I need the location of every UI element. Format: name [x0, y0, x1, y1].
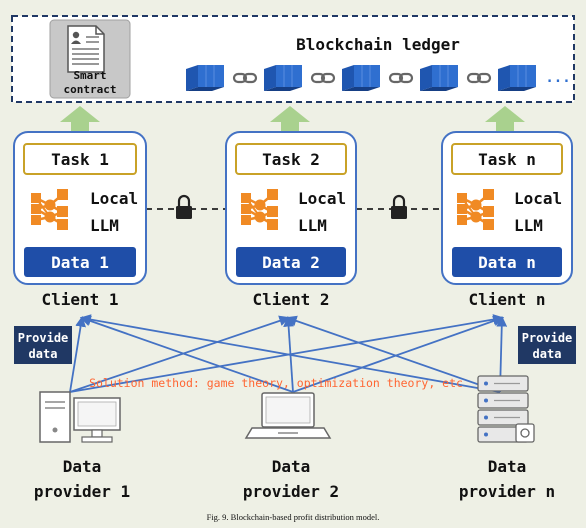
local-llm-label-line2: LLM — [90, 216, 119, 235]
upload-arrow-icon — [60, 106, 100, 134]
ledger-ellipsis: ... — [545, 70, 570, 86]
provider-label-line1: Data — [488, 457, 527, 476]
provider-label-line2: provider 2 — [243, 482, 339, 501]
lock-icon — [174, 194, 194, 221]
provide-data-arrows — [69, 314, 508, 393]
upload-arrow-icon — [270, 106, 310, 134]
local-llm-label-line1: Local — [90, 189, 138, 208]
task-label: Task 2 — [262, 150, 320, 169]
smart-contract-label-line2: contract — [64, 83, 117, 96]
server-icon — [477, 375, 535, 443]
data-label: Data 2 — [262, 253, 320, 272]
ledger-block-icon — [497, 64, 537, 92]
solution-method-text: Solution method: game theory, optimizati… — [89, 376, 463, 390]
ledger-block-icon — [185, 64, 225, 92]
desktop-computer-icon — [39, 391, 121, 443]
data-label: Data n — [478, 253, 536, 272]
data-box — [452, 247, 562, 277]
data-label: Data 1 — [51, 253, 109, 272]
data-flow-arrow — [79, 314, 501, 393]
provide-data-badge-right — [518, 326, 576, 364]
local-llm-label-line1: Local — [298, 189, 346, 208]
local-llm-label-line2: LLM — [298, 216, 327, 235]
provide-data-right-line2: data — [533, 347, 562, 361]
lock-icon — [389, 194, 409, 221]
provider-label-line2: provider n — [459, 482, 555, 501]
data-flow-arrow — [69, 315, 291, 393]
data-flow-arrow — [69, 315, 86, 393]
provide-data-badge-left — [14, 326, 72, 364]
data-flow-arrow — [285, 315, 501, 393]
laptop-icon — [244, 392, 332, 439]
blockchain-ledger-title: Blockchain ledger — [296, 35, 460, 54]
task-box — [235, 143, 347, 175]
task-box — [451, 143, 563, 175]
ledger-block-icon — [341, 64, 381, 92]
data-flow-arrow — [79, 315, 294, 393]
client-name: Client 2 — [252, 290, 329, 309]
smart-contract-label-line1: Smart — [73, 69, 106, 82]
ledger-block-icon — [263, 64, 303, 92]
local-llm-label-line1: Local — [514, 189, 562, 208]
provide-data-left-line2: data — [29, 347, 58, 361]
provider-label-line1: Data — [272, 457, 311, 476]
upload-arrow-icon — [485, 106, 525, 134]
provider-label-line2: provider 1 — [34, 482, 130, 501]
task-box — [23, 143, 137, 175]
task-label: Task 1 — [51, 150, 109, 169]
smart-contract-icon — [49, 19, 131, 99]
local-llm-label-line2: LLM — [514, 216, 543, 235]
provide-data-left-line1: Provide — [18, 331, 69, 345]
provider-label-line1: Data — [63, 457, 102, 476]
client-name: Client n — [468, 290, 545, 309]
data-flow-arrow — [292, 315, 505, 393]
figure-caption: Fig. 9. Blockchain-based profit distribu… — [207, 512, 380, 522]
task-label: Task n — [478, 150, 536, 169]
data-box — [236, 247, 346, 277]
client-name: Client 1 — [41, 290, 118, 309]
data-box — [24, 247, 136, 277]
provide-data-right-line1: Provide — [522, 331, 573, 345]
ledger-block-icon — [419, 64, 459, 92]
